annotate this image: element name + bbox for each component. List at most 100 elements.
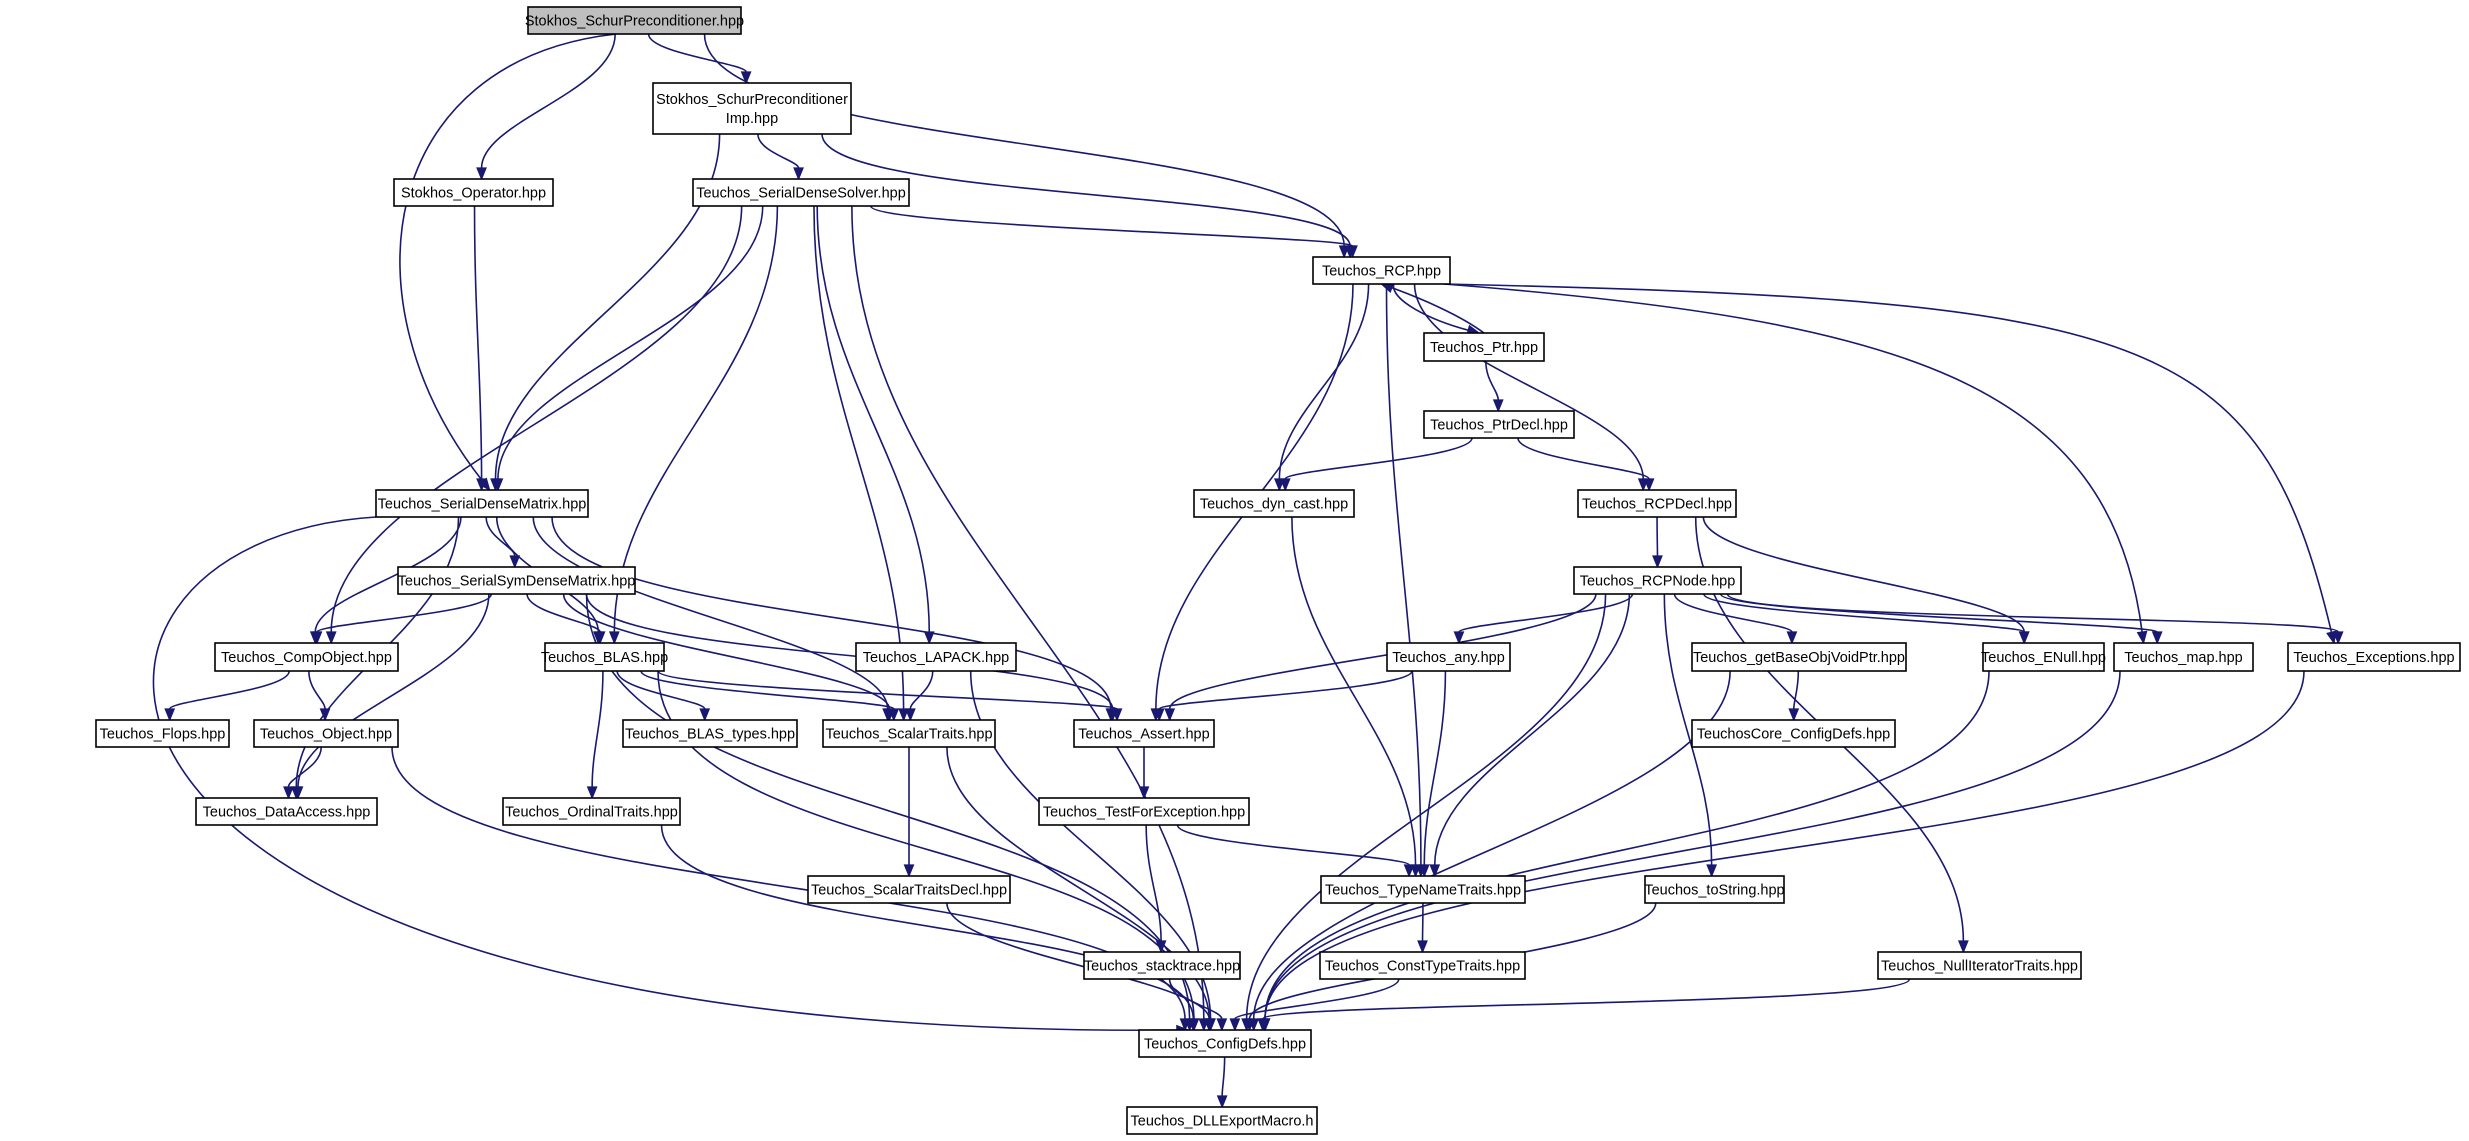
arrowhead-rcp-node-to-type-name xyxy=(1429,864,1441,878)
node-label-ptr-decl: Teuchos_PtrDecl.hpp xyxy=(1430,418,1568,434)
arrowhead-rcp-node-to-any xyxy=(1453,631,1465,645)
node-box-data-access xyxy=(195,797,378,826)
node-data-access[interactable]: Teuchos_DataAccess.hpp xyxy=(195,797,378,826)
edge-schur-to-rcp xyxy=(703,33,1345,247)
arrowhead-object-to-data-access xyxy=(283,786,294,800)
edge-any-to-type-name xyxy=(1423,670,1447,866)
arrowhead-ssdm-to-data-access xyxy=(292,786,304,800)
arrowhead-comp-obj-to-object xyxy=(319,708,331,722)
arrowhead-blas-to-ordinal xyxy=(586,786,598,800)
node-any[interactable]: Teuchos_any.hpp xyxy=(1386,642,1511,672)
node-label-to-string: Teuchos_toString.hpp xyxy=(1644,883,1784,899)
node-box-operator xyxy=(393,178,554,207)
node-rcp-decl[interactable]: Teuchos_RCPDecl.hpp xyxy=(1577,489,1737,518)
arrowhead-any-to-type-name xyxy=(1418,864,1430,878)
node-box-get-base xyxy=(1691,642,1907,672)
node-assert[interactable]: Teuchos_Assert.hpp xyxy=(1073,719,1215,748)
node-label-rcp-decl: Teuchos_RCPDecl.hpp xyxy=(1582,497,1732,513)
node-comp-obj[interactable]: Teuchos_CompObject.hpp xyxy=(214,642,399,672)
node-box-null-iter xyxy=(1877,951,2082,980)
edge-get-base-to-core-config xyxy=(1792,670,1800,710)
node-config-defs[interactable]: Teuchos_ConfigDefs.hpp xyxy=(1138,1029,1312,1058)
edge-ptr-decl-to-rcp-decl xyxy=(1517,437,1650,480)
edge-ssdm-to-comp-obj xyxy=(316,593,493,633)
node-box-scalar-traits xyxy=(822,719,996,748)
node-rcp-node[interactable]: Teuchos_RCPNode.hpp xyxy=(1573,566,1742,595)
node-flops[interactable]: Teuchos_Flops.hpp xyxy=(95,719,230,748)
node-box-rcp-node xyxy=(1573,566,1742,595)
node-ptr[interactable]: Teuchos_Ptr.hpp xyxy=(1423,332,1545,362)
node-get-base[interactable]: Teuchos_getBaseObjVoidPtr.hpp xyxy=(1691,642,1907,672)
arrowhead-ptr-decl-to-dyn-cast xyxy=(1279,478,1291,492)
node-box-stacktrace xyxy=(1083,951,1241,980)
arrowhead-comp-obj-to-flops xyxy=(164,708,176,722)
node-label-map: Teuchos_map.hpp xyxy=(2124,650,2243,666)
node-blas-types[interactable]: Teuchos_BLAS_types.hpp xyxy=(622,719,798,748)
edge-ptr-to-ptr-decl xyxy=(1485,360,1500,401)
node-operator[interactable]: Stokhos_Operator.hpp xyxy=(393,178,554,207)
edge-rcp-node-to-type-name xyxy=(1433,593,1631,866)
arrowhead-operator-to-sdm xyxy=(476,478,487,492)
node-box-schur-imp xyxy=(652,82,852,135)
node-rcp[interactable]: Teuchos_RCP.hpp xyxy=(1312,256,1451,285)
node-dll[interactable]: Teuchos_DLLExportMacro.h xyxy=(1126,1106,1318,1135)
edge-operator-to-sdm xyxy=(473,205,483,480)
arrowhead-ordinal-to-config-defs xyxy=(1187,1018,1199,1032)
node-blas[interactable]: Teuchos_BLAS.hpp xyxy=(541,642,668,672)
node-label-sdm: Teuchos_SerialDenseMatrix.hpp xyxy=(378,497,587,513)
edge-sds-to-comp-obj xyxy=(330,205,743,633)
node-label-stacktrace: Teuchos_stacktrace.hpp xyxy=(1084,959,1240,975)
node-test-for[interactable]: Teuchos_TestForException.hpp xyxy=(1038,797,1250,826)
arrowhead-rcp-node-to-exceptions xyxy=(2332,631,2344,645)
node-lapack[interactable]: Teuchos_LAPACK.hpp xyxy=(855,642,1017,672)
node-stacktrace[interactable]: Teuchos_stacktrace.hpp xyxy=(1083,951,1241,980)
edge-sds-to-blas xyxy=(613,205,779,633)
edge-sds-to-lapack xyxy=(816,205,931,633)
node-box-sdm xyxy=(375,489,589,518)
node-sds[interactable]: Teuchos_SerialDenseSolver.hpp xyxy=(692,178,910,207)
node-core-config[interactable]: TeuchosCore_ConfigDefs.hpp xyxy=(1691,719,1896,748)
node-box-sds xyxy=(692,178,910,207)
edge-rcp-to-exceptions xyxy=(1443,283,2333,633)
arrowhead-rcp-node-to-assert xyxy=(1164,708,1176,722)
node-to-string[interactable]: Teuchos_toString.hpp xyxy=(1644,875,1785,904)
arrowhead-blas-to-scalar-traits xyxy=(888,708,900,722)
node-scalar-traits[interactable]: Teuchos_ScalarTraits.hpp xyxy=(822,719,996,748)
node-label-test-for: Teuchos_TestForException.hpp xyxy=(1043,805,1245,821)
arrowhead-null-iter-to-config-defs xyxy=(1257,1018,1269,1032)
arrowhead-sdm-to-ssdm xyxy=(509,555,521,569)
arrowhead-get-base-to-core-config xyxy=(1788,708,1800,722)
node-dyn-cast[interactable]: Teuchos_dyn_cast.hpp xyxy=(1193,489,1355,518)
node-sdm[interactable]: Teuchos_SerialDenseMatrix.hpp xyxy=(375,489,589,518)
node-box-blas xyxy=(544,642,665,672)
node-label-comp-obj: Teuchos_CompObject.hpp xyxy=(221,650,392,666)
arrowhead-blas-to-blas-types xyxy=(699,708,711,722)
arrowhead-rcp-to-map xyxy=(2136,630,2148,645)
edge-blas-to-blas-types xyxy=(616,670,706,710)
edge-sdm-to-ssdm xyxy=(485,516,516,557)
arrowhead-any-to-assert xyxy=(1153,708,1165,722)
node-ordinal[interactable]: Teuchos_OrdinalTraits.hpp xyxy=(502,797,681,826)
edge-schur-to-operator xyxy=(480,33,616,169)
node-box-ssdm xyxy=(397,566,636,595)
node-schur[interactable]: Stokhos_SchurPreconditioner.hpp xyxy=(525,6,744,35)
node-label-exceptions: Teuchos_Exceptions.hpp xyxy=(2293,650,2454,666)
node-box-config-defs xyxy=(1138,1029,1312,1058)
node-enull[interactable]: Teuchos_ENull.hpp xyxy=(1981,642,2106,672)
node-ptr-decl[interactable]: Teuchos_PtrDecl.hpp xyxy=(1423,410,1575,439)
node-map[interactable]: Teuchos_map.hpp xyxy=(2113,642,2254,672)
node-type-name[interactable]: Teuchos_TypeNameTraits.hpp xyxy=(1320,875,1526,904)
node-null-iter[interactable]: Teuchos_NullIteratorTraits.hpp xyxy=(1877,951,2082,980)
node-object[interactable]: Teuchos_Object.hpp xyxy=(253,719,399,748)
arrowhead-test-for-to-stacktrace xyxy=(1155,940,1167,954)
node-scalar-decl[interactable]: Teuchos_ScalarTraitsDecl.hpp xyxy=(807,875,1011,904)
node-const-type[interactable]: Teuchos_ConstTypeTraits.hpp xyxy=(1319,951,1526,980)
node-ssdm[interactable]: Teuchos_SerialSymDenseMatrix.hpp xyxy=(397,566,636,595)
nodes-layer: Stokhos_SchurPreconditioner.hppStokhos_S… xyxy=(95,6,2461,1135)
node-label-enull: Teuchos_ENull.hpp xyxy=(1981,650,2106,666)
node-label-type-name: Teuchos_TypeNameTraits.hpp xyxy=(1325,883,1521,899)
node-exceptions[interactable]: Teuchos_Exceptions.hpp xyxy=(2287,642,2461,672)
